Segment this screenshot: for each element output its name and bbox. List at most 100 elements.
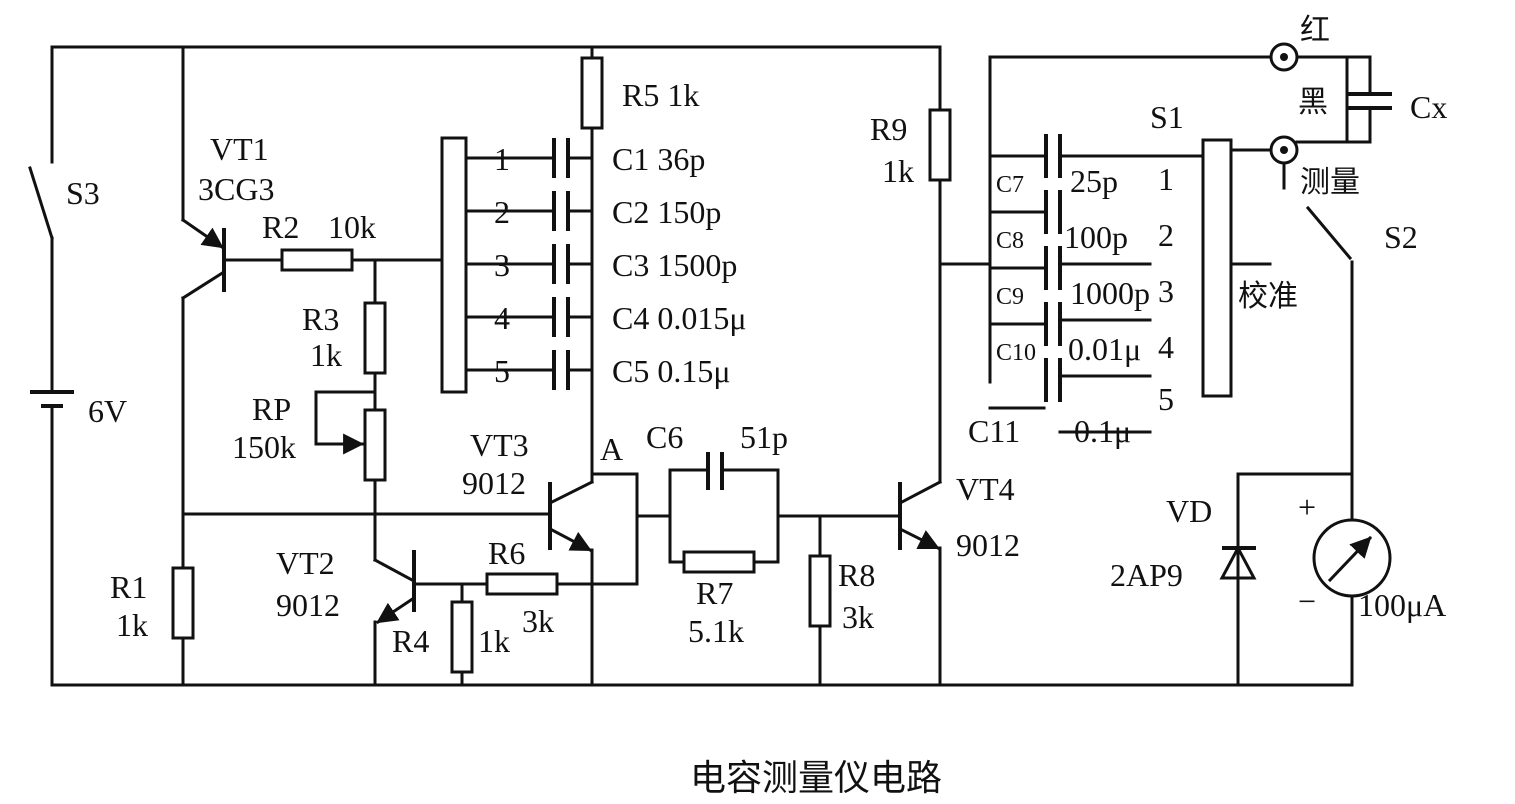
node-a-label: A: [600, 431, 623, 467]
r5-label: R5 1k: [622, 77, 699, 113]
calibration-capacitor-5: C11 0.1μ 5: [968, 358, 1174, 449]
resistor-r8: [808, 514, 832, 687]
timing-position-2: 2: [494, 194, 510, 230]
resistor-r9: [928, 45, 952, 484]
resistor-r6: [485, 572, 639, 596]
transistor-vt2: [372, 550, 489, 687]
red-terminal[interactable]: [1269, 42, 1299, 72]
r7-value: 5.1k: [688, 613, 744, 649]
calibration-capacitor-value: 1000p: [1070, 275, 1150, 311]
range-position-4: 4: [1158, 329, 1174, 365]
rp-value: 150k: [232, 429, 296, 465]
calibration-capacitor-name: C11: [968, 413, 1020, 449]
resistor-r2: [280, 248, 444, 272]
diode-model: 2AP9: [1110, 557, 1183, 593]
r6-label: R6: [488, 535, 525, 571]
vt2-model: 9012: [276, 587, 340, 623]
s2-label: S2: [1384, 219, 1418, 255]
calibration-capacitor-value: 0.1μ: [1074, 413, 1131, 449]
potentiometer-rp: [314, 390, 387, 562]
diode-vd: [1219, 544, 1257, 580]
calibrate-label: 校准: [1238, 279, 1298, 314]
resistor-r5: [580, 45, 604, 484]
timing-capacitor-4: 4 C4 0.015μ: [464, 297, 747, 337]
black-terminal-label: 黑: [1298, 85, 1328, 120]
calibration-capacitor-4: C10 0.01μ 4: [988, 302, 1174, 378]
timing-position-3: 3: [494, 247, 510, 283]
r9-label: R9: [870, 111, 907, 147]
r2-label: R2: [262, 209, 299, 245]
calibration-bus: [988, 55, 1272, 384]
calibration-capacitor-name: C8: [996, 228, 1024, 254]
calibration-capacitor-name: C10: [996, 340, 1036, 366]
resistor-r3: [363, 258, 387, 412]
r4-label: R4: [392, 623, 429, 659]
rp-label: RP: [252, 391, 291, 427]
diode-label: VD: [1166, 493, 1212, 529]
ammeter-icon: [1312, 518, 1392, 598]
transistor-vt1: [180, 45, 284, 574]
s1-label: S1: [1150, 99, 1184, 135]
timing-capacitor-3: 3 C3 1500p: [464, 244, 737, 284]
timing-capacitor-label: C4 0.015μ: [612, 300, 747, 336]
range-position-2: 2: [1158, 217, 1174, 253]
c6-value: 51p: [740, 419, 788, 455]
capacitor-c6: [668, 452, 780, 564]
capacitor-cx: [1295, 55, 1392, 144]
r2-value: 10k: [328, 209, 376, 245]
node-a-wire: [590, 472, 639, 586]
cx-label: Cx: [1410, 89, 1447, 125]
resistor-r4: [450, 582, 474, 687]
switch-s2: [1305, 205, 1354, 476]
transistor-vt4: [898, 479, 943, 687]
black-terminal[interactable]: [1269, 135, 1299, 190]
calibration-capacitor-value: 25p: [1070, 163, 1118, 199]
r9-value: 1k: [882, 153, 914, 189]
timing-capacitor-label: C3 1500p: [612, 247, 737, 283]
timing-position-5: 5: [494, 353, 510, 389]
calibration-capacitor-2: C8 100p 2: [988, 190, 1174, 266]
range-selector-s1: [1201, 138, 1272, 398]
power-switch-s3: [28, 45, 54, 392]
r8-label: R8: [838, 557, 875, 593]
r8-value: 3k: [842, 599, 874, 635]
r1-value: 1k: [116, 607, 148, 643]
meter-minus: −: [1298, 583, 1316, 619]
caption: 电容测量仪电路: [690, 758, 942, 799]
calibration-capacitor-name: C7: [996, 172, 1024, 198]
vt2-label: VT2: [276, 545, 335, 581]
timing-capacitor-5: 5 C5 0.15μ: [464, 350, 731, 390]
range-position-5: 5: [1158, 381, 1174, 417]
vt1-label: VT1: [210, 131, 269, 167]
resistor-r7: [668, 550, 780, 574]
vt3-label: VT3: [470, 427, 529, 463]
timing-capacitor-label: C5 0.15μ: [612, 353, 731, 389]
vt1-model: 3CG3: [198, 171, 274, 207]
transistor-vt3: [548, 479, 595, 687]
timing-position-4: 4: [494, 300, 510, 336]
r3-value: 1k: [310, 337, 342, 373]
vt4-model: 9012: [956, 527, 1020, 563]
c6-label: C6: [646, 419, 683, 455]
calibration-capacitor-value: 0.01μ: [1068, 331, 1141, 367]
meter-plus: +: [1298, 489, 1316, 525]
resistor-r1: [171, 566, 195, 687]
s3-label: S3: [66, 175, 100, 211]
timing-position-1: 1: [494, 141, 510, 177]
range-position-1: 1: [1158, 161, 1174, 197]
range-position-3: 3: [1158, 273, 1174, 309]
meter-rating: 100μA: [1358, 587, 1446, 623]
vt4-label: VT4: [956, 471, 1015, 507]
calibration-capacitor-value: 100p: [1064, 219, 1128, 255]
timing-selector-switch: [440, 136, 468, 394]
r6-value: 3k: [522, 603, 554, 639]
battery: [30, 390, 74, 687]
r1-label: R1: [110, 569, 147, 605]
r3-label: R3: [302, 301, 339, 337]
battery-voltage: 6V: [88, 393, 127, 429]
